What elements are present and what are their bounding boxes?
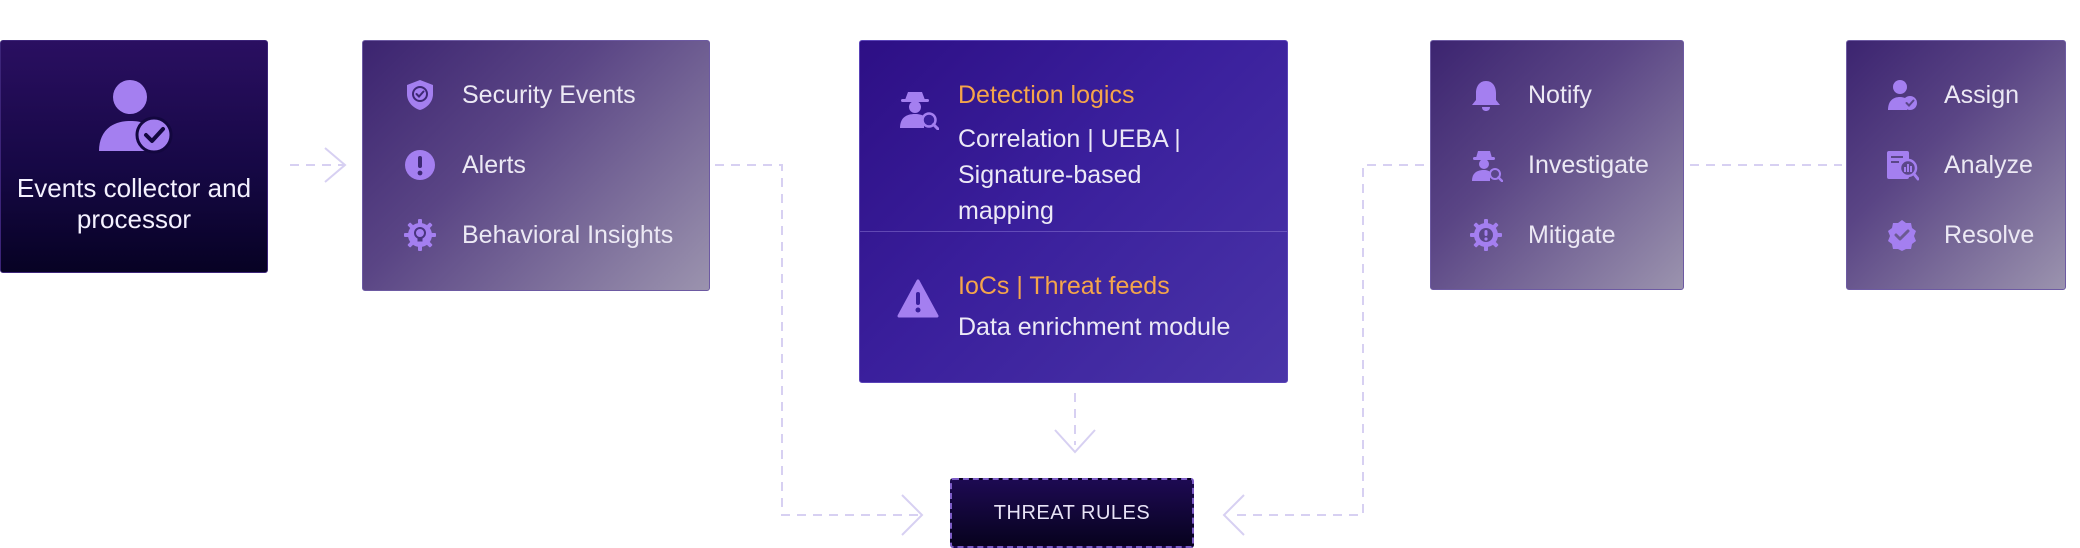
list-item-investigate: Investigate <box>1469 148 1649 182</box>
resolution-box: Assign Analyze Resolve <box>1846 40 2066 290</box>
list-item-assign: Assign <box>1885 78 2019 112</box>
threat-rules-box: THREAT RULES <box>950 478 1194 548</box>
collector-label: Events collector and processor <box>16 173 252 234</box>
body-line: mapping <box>958 197 1054 225</box>
list-item-mitigate: Mitigate <box>1469 218 1616 252</box>
body-line: Correlation | UEBA | <box>958 125 1181 153</box>
investigator-icon <box>1472 151 1503 182</box>
detection-box: Detection logics Correlation | UEBA | Si… <box>859 40 1288 383</box>
list-item-resolve: Resolve <box>1885 218 2034 252</box>
user-check-icon <box>99 80 173 154</box>
item-label: Behavioral Insights <box>462 220 674 249</box>
gear-bulb-icon <box>404 219 436 251</box>
item-label: Security Events <box>462 80 636 109</box>
list-item-security-events: Security Events <box>403 78 636 112</box>
event-sources-box: Security Events Alerts Behavio <box>362 40 710 291</box>
bell-icon <box>1472 81 1500 111</box>
list-item-alerts: Alerts <box>403 148 526 182</box>
item-label: Assign <box>1944 80 2020 109</box>
list-item-behavioral-insights: Behavioral Insights <box>403 218 673 252</box>
response-box: Notify Investigate <box>1430 40 1684 290</box>
events-collector-box: Events collector and processor <box>0 40 268 273</box>
item-label: Alerts <box>462 150 526 179</box>
body-line: Data enrichment module <box>958 313 1231 341</box>
user-assign-icon <box>1888 80 1917 110</box>
threat-rules-label: THREAT RULES <box>993 501 1151 524</box>
warning-triangle-icon <box>897 279 939 318</box>
section-divider <box>860 231 1287 232</box>
item-label: Investigate <box>1528 150 1649 179</box>
detection-logics-title: Detection logics <box>958 81 1135 109</box>
shield-check-icon <box>407 80 433 110</box>
list-item-notify: Notify <box>1469 78 1592 112</box>
threat-feeds-body: Data enrichment module <box>958 309 1230 345</box>
spy-search-icon <box>900 92 939 130</box>
item-label: Analyze <box>1944 150 2033 179</box>
item-label: Resolve <box>1944 220 2035 249</box>
item-label: Mitigate <box>1528 220 1616 249</box>
threat-feeds-title: IoCs | Threat feeds <box>958 272 1170 300</box>
item-label: Notify <box>1528 80 1592 109</box>
alert-circle-icon <box>405 150 435 180</box>
list-item-analyze: Analyze <box>1885 148 2033 182</box>
body-line: Signature-based <box>958 161 1142 189</box>
report-analyze-icon <box>1887 151 1919 181</box>
detection-logics-body: Correlation | UEBA | Signature-based map… <box>958 121 1181 229</box>
badge-check-icon <box>1888 220 1916 251</box>
gear-shield-icon <box>1470 219 1502 251</box>
